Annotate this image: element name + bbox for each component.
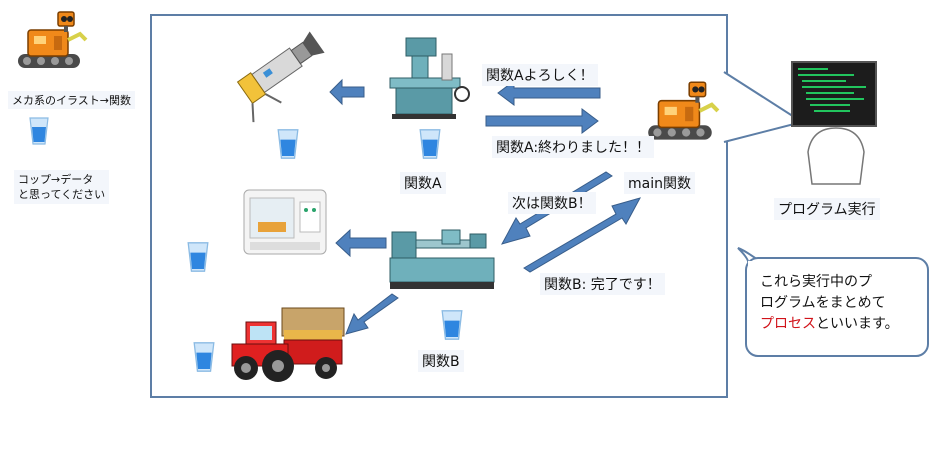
robot-note: メカ系のイラスト→関数: [8, 91, 135, 109]
callout-line-3: プロセスといいます。: [760, 314, 899, 335]
spaceship-icon: [236, 31, 325, 123]
arrow-milling-to-spaceship: [329, 78, 365, 106]
function-a-label: 関数A: [400, 172, 446, 194]
callout-text: これら実行中のプ ログラムをまとめて プロセスといいます。: [760, 272, 899, 335]
program-run-label: プログラム実行: [774, 198, 880, 220]
cup-note-line-1: コップ→データ: [18, 173, 94, 186]
cup-icon: [29, 117, 49, 145]
cup-note-line-2: と思ってください: [18, 188, 106, 201]
arrow-request-a: [497, 80, 601, 106]
callout-bubble: [737, 247, 929, 357]
cup-icon: [277, 129, 299, 159]
terminal-icon: [791, 61, 877, 185]
cup-icon: [441, 310, 463, 340]
message-done-a: 関数A:終わりました！！: [492, 136, 655, 158]
food-processor-icon: [243, 189, 327, 255]
main-function-label: main関数: [624, 172, 695, 194]
message-request-a: 関数Aよろしく！: [482, 64, 598, 86]
function-b-label: 関数B: [418, 350, 464, 372]
callout-line-3-rest: といいます。: [816, 316, 899, 332]
arrow-done-a: [485, 108, 599, 134]
callout-line-2: ログラムをまとめて: [760, 295, 886, 311]
tractor-icon: [231, 307, 345, 382]
lathe-icon: [389, 229, 495, 289]
process-highlight: プロセス: [760, 316, 816, 332]
message-done-b: 関数B: 完了です！: [540, 273, 665, 295]
callout-line-1: これら実行中のプ: [760, 274, 872, 290]
milling-machine-icon: [389, 37, 470, 119]
cup-icon: [187, 242, 209, 272]
message-next-b: 次は関数B！: [508, 192, 596, 214]
cup-icon: [419, 129, 441, 159]
robot-icon: [18, 11, 88, 68]
cup-note: コップ→データ と思ってください: [14, 170, 110, 204]
arrow-lathe-to-processor: [335, 228, 387, 258]
arrow-lathe-to-tractor: [345, 293, 399, 335]
cup-icon: [193, 342, 215, 372]
arrow-done-b: [523, 197, 642, 273]
robot-icon: [648, 81, 720, 140]
